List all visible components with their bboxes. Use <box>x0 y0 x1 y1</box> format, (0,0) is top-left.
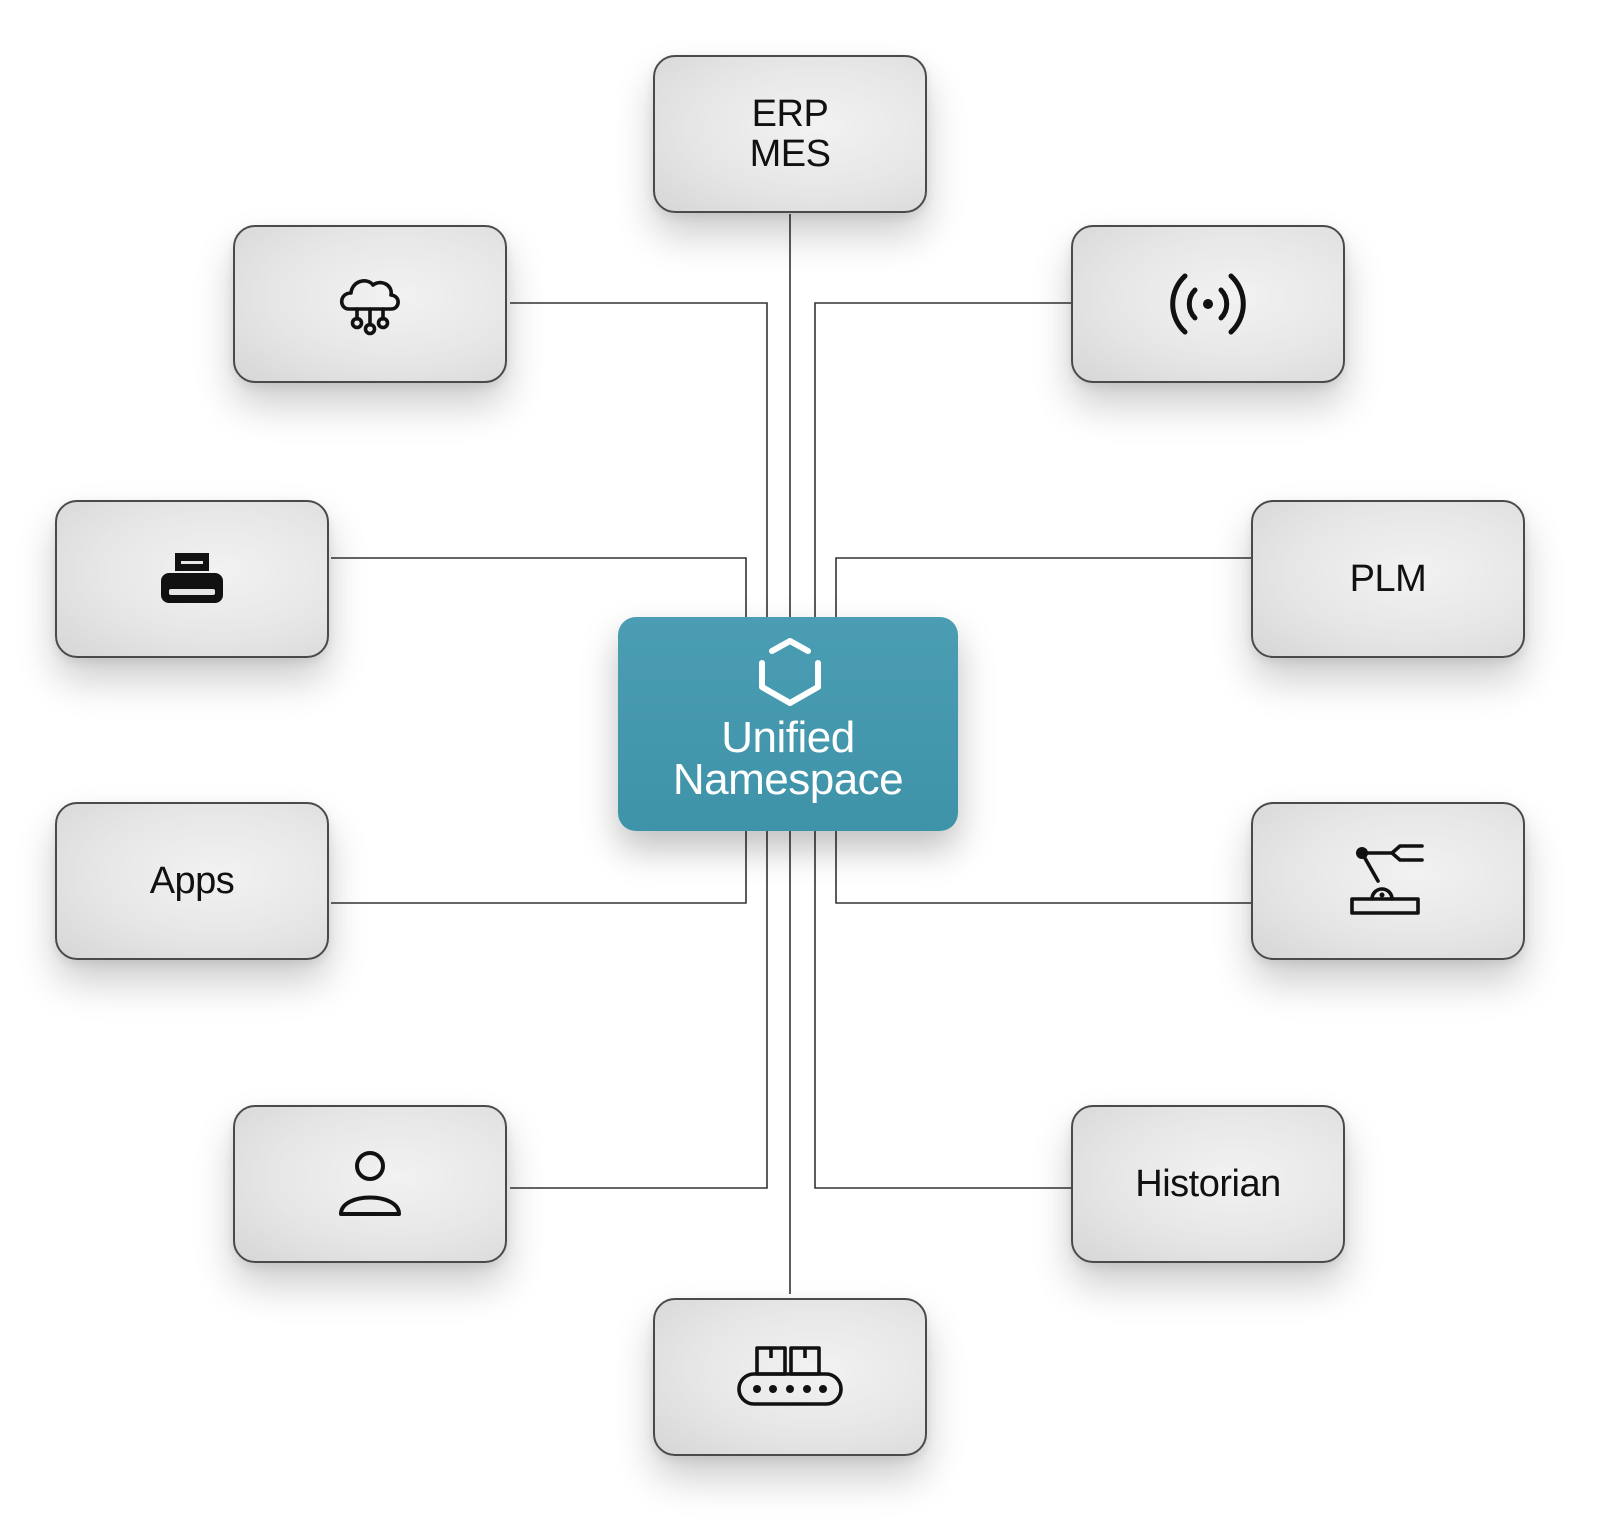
hexagon-outline-icon <box>759 638 821 706</box>
node-printer <box>55 500 329 658</box>
connector-cloud <box>510 302 768 620</box>
node-user <box>233 1105 507 1263</box>
hub-title: Unified Namespace <box>618 713 958 804</box>
user-icon <box>339 1151 401 1216</box>
connector-user <box>510 831 768 1189</box>
node-historian: Historian <box>1071 1105 1345 1263</box>
node-erp-mes: ERP MES <box>653 55 927 213</box>
robotic-arm-icon <box>1350 844 1424 915</box>
node-robot <box>1251 802 1525 960</box>
apps-label: Apps <box>149 860 235 902</box>
hub-title-line1: Unified <box>721 713 855 762</box>
connector-robot <box>835 831 1251 904</box>
historian-label: Historian <box>1135 1163 1281 1205</box>
connector-printer <box>331 557 747 620</box>
wireless-signal-icon <box>1170 273 1246 335</box>
node-apps: Apps <box>55 802 329 960</box>
plm-label: PLM <box>1349 558 1427 600</box>
mes-label: MES <box>749 133 831 175</box>
node-plm: PLM <box>1251 500 1525 658</box>
node-conveyor <box>653 1298 927 1456</box>
node-cloud <box>233 225 507 383</box>
connector-apps <box>331 831 747 904</box>
hub-title-line2: Namespace <box>672 755 904 804</box>
erp-mes-label: ERP MES <box>750 94 831 174</box>
unified-namespace-hub: Unified Namespace <box>618 617 958 831</box>
node-wireless <box>1071 225 1345 383</box>
connector-plm <box>835 557 1251 620</box>
connector-historian <box>814 831 1071 1189</box>
cloud-network-icon <box>339 279 400 336</box>
connector-wireless <box>814 302 1071 620</box>
printer-icon <box>161 553 223 603</box>
conveyor-belt-icon <box>737 1346 843 1406</box>
erp-label: ERP <box>751 93 829 135</box>
